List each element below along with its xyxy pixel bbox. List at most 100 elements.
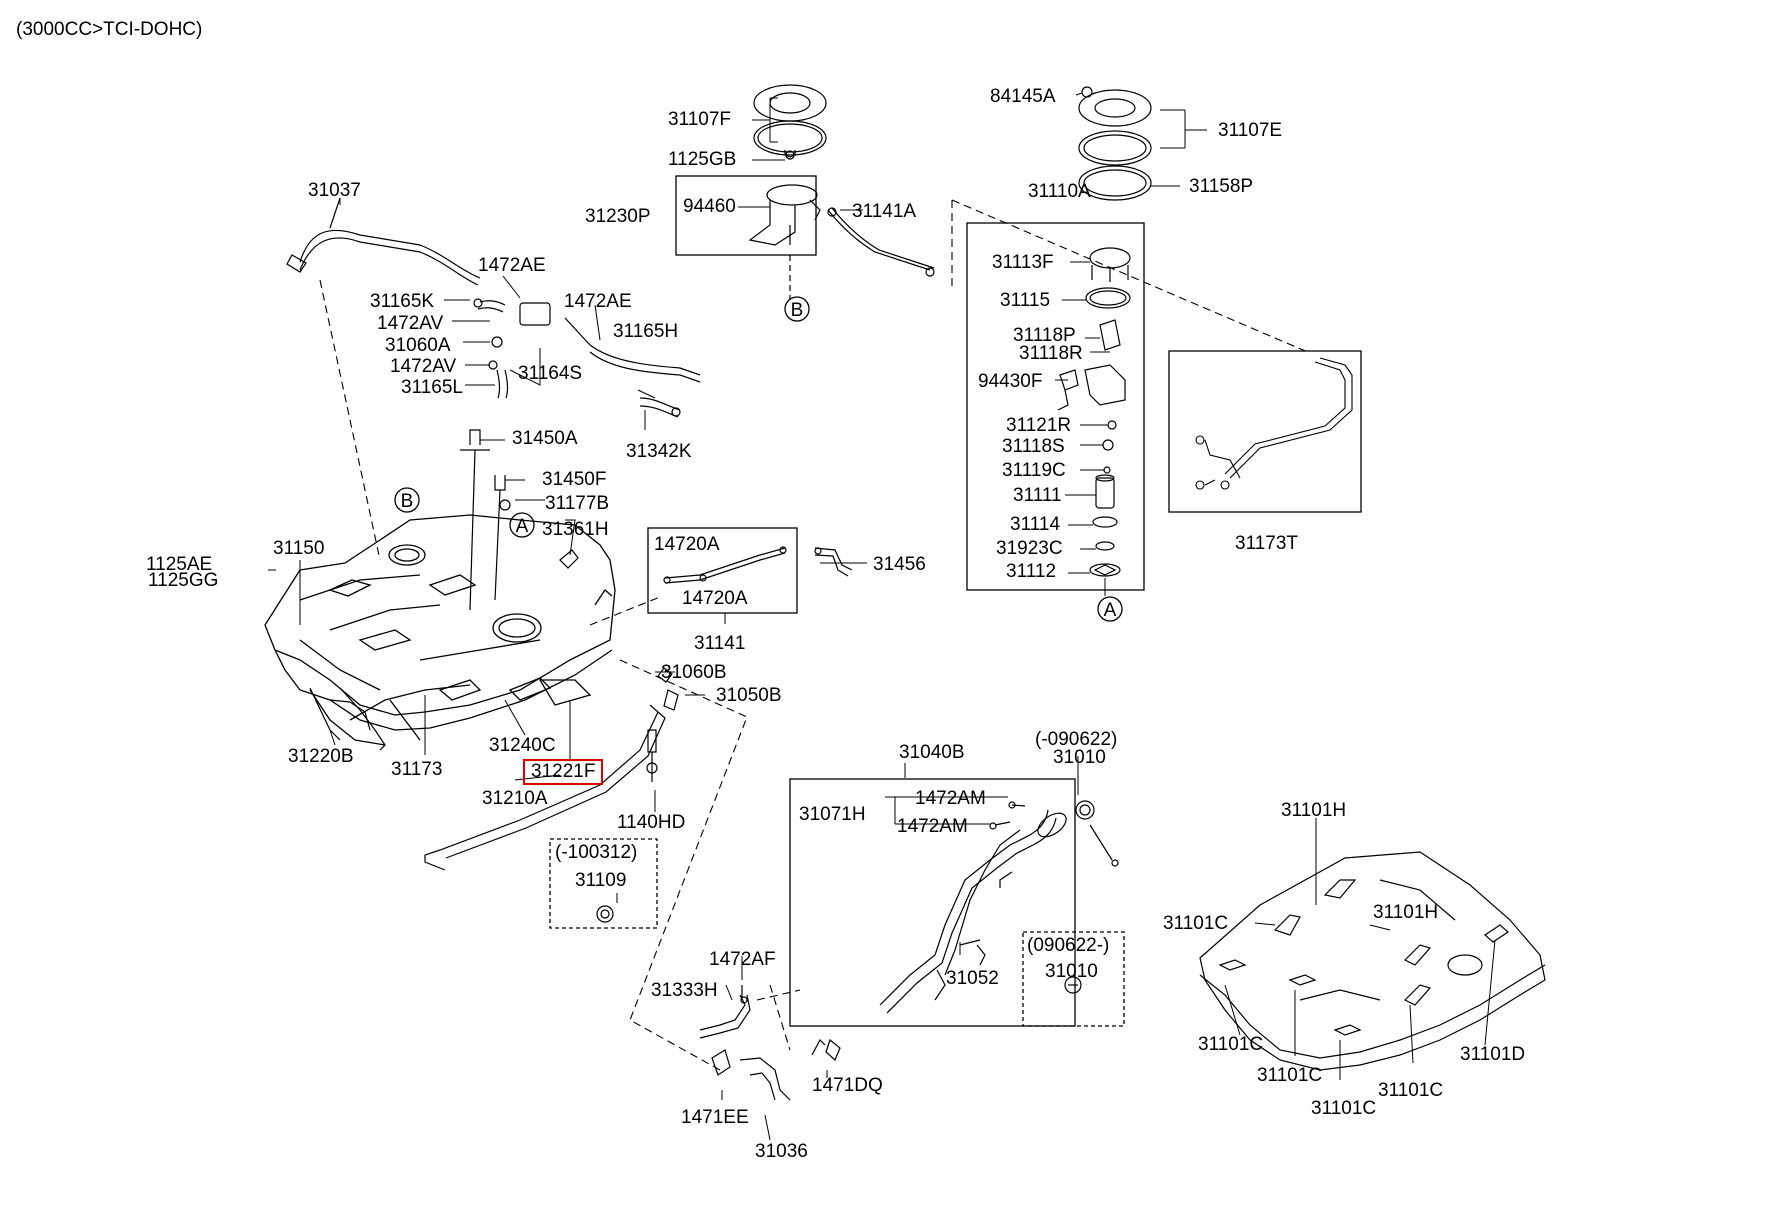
- part-label-31220B[interactable]: 31220B: [288, 746, 354, 767]
- part-label-31333H[interactable]: 31333H: [651, 980, 718, 1001]
- dashed-leaders: [319, 199, 1311, 1071]
- part-label-31141[interactable]: 31141: [694, 633, 746, 654]
- part-label-31450F[interactable]: 31450F: [542, 469, 607, 490]
- part-label-1472AF[interactable]: 1472AF: [709, 949, 776, 970]
- hoses-31036: [699, 985, 841, 1101]
- part-label-31361H[interactable]: 31361H: [542, 519, 609, 540]
- part-label-31173[interactable]: 31173: [391, 759, 443, 780]
- part-label-31113F[interactable]: 31113F: [992, 252, 1054, 273]
- part-label-31240C[interactable]: 31240C: [489, 735, 556, 756]
- callout-B-top: B: [394, 487, 420, 513]
- part-label-31114[interactable]: 31114: [1010, 514, 1061, 535]
- callout-A-bottom-text: A: [1104, 600, 1117, 621]
- part-label-31456[interactable]: 31456: [873, 554, 926, 575]
- part-label-84145A[interactable]: 84145A: [990, 86, 1056, 107]
- part-label-31177B[interactable]: 31177B: [545, 493, 610, 514]
- part-label-1472AE-a[interactable]: 1472AE: [478, 255, 546, 276]
- part-label-31109[interactable]: 31109: [575, 870, 627, 891]
- part-label-1471DQ[interactable]: 1471DQ: [812, 1075, 883, 1096]
- fuel-pump-bracket-box: [675, 175, 817, 256]
- fuel-line-31173T-box: [1168, 350, 1362, 513]
- part-label-31158P[interactable]: 31158P: [1189, 176, 1254, 197]
- part-label-31112[interactable]: 31112: [1006, 561, 1057, 582]
- part-label-1125AE[interactable]: 1125AE: [146, 554, 213, 575]
- pump-assembly-parts: [1057, 247, 1131, 577]
- part-label-31101H-b[interactable]: 31101H: [1373, 902, 1439, 923]
- part-label-31118P[interactable]: 31118P: [1013, 325, 1076, 346]
- part-label-31221F-highlighted[interactable]: 31221F: [523, 759, 604, 785]
- part-label-31101C-a[interactable]: 31101C: [1163, 913, 1229, 934]
- part-label-31107F[interactable]: 31107F: [668, 109, 732, 130]
- part-label-31164S[interactable]: 31164S: [518, 363, 583, 384]
- part-label-31110A[interactable]: 31110A: [1028, 181, 1091, 202]
- callout-B-bottom-text: B: [791, 300, 804, 321]
- part-label-1140HD[interactable]: 1140HD: [617, 812, 686, 833]
- part-label-31165K[interactable]: 31165K: [370, 291, 435, 312]
- part-label-31121R[interactable]: 31121R: [1006, 415, 1072, 436]
- callout-A-top-text: A: [516, 516, 529, 537]
- part-label-31101C-e[interactable]: 31101C: [1378, 1080, 1444, 1101]
- callout-A-top: A: [509, 512, 535, 538]
- part-label-31165H[interactable]: 31165H: [613, 321, 679, 342]
- callout-B-top-text: B: [401, 491, 414, 512]
- filler-neck-box: [789, 778, 1076, 1027]
- part-label-31210A[interactable]: 31210A: [482, 788, 548, 809]
- part-label-31115[interactable]: 31115: [1000, 290, 1051, 311]
- part-label-31101H-a[interactable]: 31101H: [1281, 800, 1347, 821]
- part-label-31010-b[interactable]: 31010: [1045, 961, 1098, 982]
- part-label-31150[interactable]: 31150: [273, 538, 325, 559]
- part-label-1472AM-a[interactable]: 1472AM: [915, 788, 986, 809]
- part-label-31060A[interactable]: 31060A: [385, 335, 451, 356]
- part-label-31050B[interactable]: 31050B: [716, 685, 782, 706]
- vent-tube-31037: [286, 197, 481, 286]
- part-label-31118S[interactable]: 31118S: [1002, 436, 1065, 457]
- part-label-31101D[interactable]: 31101D: [1460, 1044, 1526, 1065]
- part-label-1125GB[interactable]: 1125GB: [668, 149, 737, 170]
- part-label-1472AV-b[interactable]: 1472AV: [390, 356, 457, 377]
- part-label-31101C-c[interactable]: 31101C: [1257, 1065, 1323, 1086]
- part-label-1472AV-a[interactable]: 1472AV: [377, 313, 444, 334]
- part-label-31040B[interactable]: 31040B: [899, 742, 965, 763]
- part-label-31141A[interactable]: 31141A: [852, 201, 917, 222]
- fuel-sender-31230P: [748, 84, 935, 300]
- part-label-31101C-d[interactable]: 31101C: [1311, 1098, 1377, 1119]
- part-label-1472AM-b[interactable]: 1472AM: [897, 816, 968, 837]
- part-label-94460[interactable]: 94460: [683, 196, 736, 217]
- tube-31141: [663, 546, 853, 584]
- part-label-31450A[interactable]: 31450A: [512, 428, 578, 449]
- part-label-31230P[interactable]: 31230P: [585, 206, 651, 227]
- part-label-1471EE[interactable]: 1471EE: [681, 1107, 749, 1128]
- part-label-31342K[interactable]: 31342K: [626, 441, 692, 462]
- part-label-31165L[interactable]: 31165L: [401, 377, 463, 398]
- part-label-31010-a[interactable]: 31010: [1053, 747, 1106, 768]
- part-label-94430F[interactable]: 94430F: [978, 371, 1043, 392]
- fuel-tank-31150: [264, 514, 616, 746]
- filler-neck-31040B: [879, 800, 1119, 1014]
- part-label-31111[interactable]: 31111: [1013, 485, 1062, 506]
- part-label-14720A-a[interactable]: 14720A: [654, 534, 720, 555]
- undercover-31101: [1199, 851, 1546, 1071]
- callout-A-bottom: A: [1097, 596, 1123, 622]
- part-label-1125GG[interactable]: 1125GG: [148, 570, 219, 591]
- part-label-31036[interactable]: 31036: [755, 1141, 808, 1162]
- canister-hoses: [473, 298, 701, 418]
- part-label-31071H[interactable]: 31071H: [799, 804, 866, 825]
- part-label-31037[interactable]: 31037: [308, 180, 361, 201]
- part-label-31923C[interactable]: 31923C: [996, 538, 1063, 559]
- range-note-100312: (-100312): [555, 842, 638, 863]
- part-label-31052[interactable]: 31052: [946, 968, 999, 989]
- part-label-1472AE-b[interactable]: 1472AE: [564, 291, 632, 312]
- fuel-lines-31173T: [1195, 357, 1353, 490]
- part-label-31119C[interactable]: 31119C: [1002, 460, 1066, 481]
- leader-lines: [268, 92, 1496, 1141]
- part-label-31101C-b[interactable]: 31101C: [1198, 1034, 1264, 1055]
- tank-straps: [309, 667, 679, 923]
- part-label-31173T[interactable]: 31173T: [1235, 533, 1299, 554]
- part-label-31060B[interactable]: 31060B: [661, 662, 727, 683]
- part-label-14720A-b[interactable]: 14720A: [682, 588, 748, 609]
- option-31010-box: [1022, 931, 1125, 1027]
- part-label-31107E[interactable]: 31107E: [1218, 120, 1283, 141]
- part-label-31118R[interactable]: 31118R: [1019, 343, 1083, 364]
- fuel-pump-assembly-box: [966, 222, 1145, 591]
